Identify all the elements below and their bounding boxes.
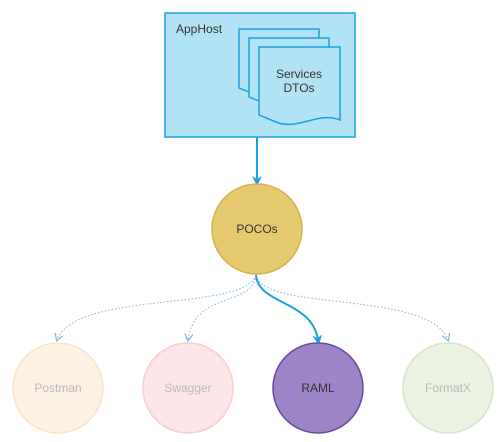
apphost-label: AppHost [176,22,223,36]
pocos-to-raml-arrow [255,274,323,345]
postman-label: Postman [34,381,81,395]
pocos-to-swagger-arrow [184,274,257,343]
postman-node: Postman [12,342,104,434]
document-front [258,46,341,126]
dtos-label: DTOs [283,81,314,95]
pocos-label: POCOs [236,222,277,236]
swagger-label: Swagger [164,381,211,395]
services-label: Services [276,67,322,81]
formatx-label: FormatX [425,381,471,395]
raml-label: RAML [301,381,335,395]
pocos-node: POCOs [211,183,303,275]
services-dtos-document-stack: Services DTOs [238,28,341,126]
swagger-node: Swagger [142,342,234,434]
raml-node: RAML [272,342,364,434]
formatx-node: FormatX [402,342,494,434]
pocos-to-formatx-arrow [255,274,451,343]
pocos-to-postman-arrow [54,274,257,343]
